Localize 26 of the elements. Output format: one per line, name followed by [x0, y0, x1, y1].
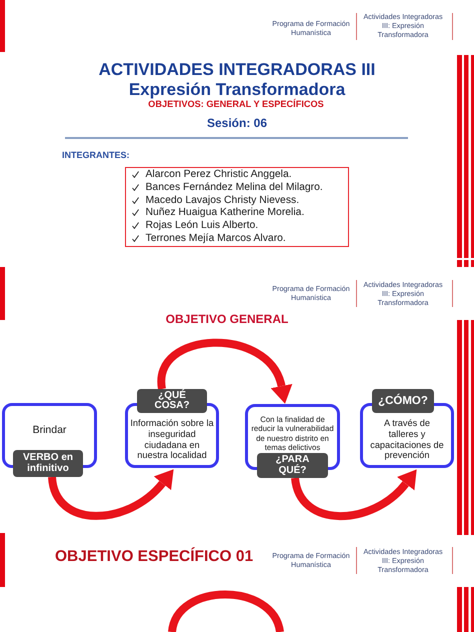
step-text: Brindar: [32, 424, 68, 437]
category-tab: [372, 389, 434, 413]
slide-title: OBJETIVO ESPECÍFICO 01: [55, 547, 254, 566]
step-text: A través de talleres y capacitaciones de prevención: [369, 418, 445, 462]
slide-title: OBJETIVO GENERAL: [166, 312, 288, 326]
member-list-box: [125, 167, 349, 247]
tab-text: ¿PARA QUÉ?: [274, 455, 310, 476]
curved-arrow: [291, 470, 418, 520]
member-name: Bances Fernández Melina del Milagro.: [146, 182, 323, 195]
title: ACTIVIDADES INTEGRADORAS III Expresión Transformadora: [98, 60, 376, 98]
category-tab: [257, 453, 328, 478]
category-tab: [13, 450, 83, 477]
member-name: Nuñez Huaigua Katherine Morelia.: [146, 207, 304, 220]
member-name: Rojas León Luis Alberto.: [146, 220, 258, 233]
step-text: Información sobre la inseguridad ciudadana en nuestra localidad: [129, 418, 215, 462]
tab-text: ¿CÓMO?: [377, 394, 429, 408]
tab-text: ¿QUÉ COSA?: [154, 390, 190, 412]
member-name: Alarcon Perez Christic Anggela.: [146, 169, 292, 182]
content-box: [125, 403, 219, 468]
section-heading: INTEGRANTES:: [62, 150, 130, 161]
category-tab: [137, 389, 207, 413]
member-name: Terrones Mejía Marcos Alvaro.: [146, 232, 286, 246]
subtitle: OBJETIVOS: GENERAL Y ESPECÍFICOS: [148, 99, 324, 110]
member-name: Macedo Lavajos Christy Nievess.: [146, 194, 300, 208]
tab-text: VERBO en infinitivo: [22, 453, 74, 474]
session-label: Sesión: 06: [206, 116, 268, 130]
